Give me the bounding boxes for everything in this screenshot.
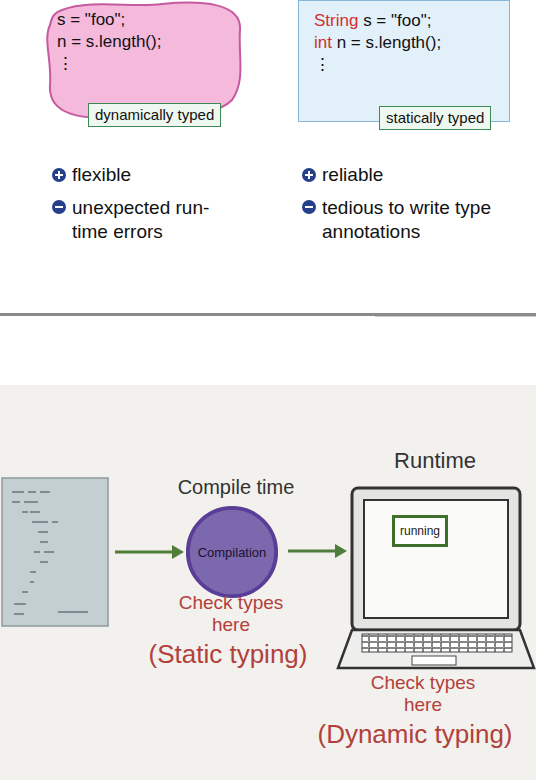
blob-shape [47, 3, 240, 118]
compilation-circle: Compilation [185, 505, 279, 599]
pro-item: reliable [322, 163, 530, 187]
plus-sign [55, 171, 63, 179]
paper-sheet [2, 478, 108, 626]
node-label: dynamically typed [95, 106, 214, 124]
phase-title: Runtime [365, 448, 505, 473]
type-keyword: int [314, 33, 332, 52]
check-note: Check types here [358, 672, 488, 716]
code-blob: s = "foo";n = s.length();⋮dynamically ty… [42, 0, 247, 120]
laptop-drawing [338, 488, 534, 668]
code-line: s = "foo"; [57, 9, 125, 31]
minus-sign [55, 206, 63, 208]
arrow-line [115, 551, 176, 554]
code-line: String s = "foo"; [314, 10, 431, 32]
running-window: running [392, 515, 448, 547]
typing-tag: dynamically typed [88, 103, 221, 127]
code-line: int n = s.length(); [314, 32, 441, 54]
laptop-base [338, 630, 534, 668]
minus-sign [305, 206, 313, 208]
circle-shape [188, 508, 276, 596]
laptop-screen [364, 500, 508, 618]
code-line: ⋮ [57, 53, 74, 75]
con-item: unexpected run-time errors [72, 196, 222, 244]
plus-bullet [52, 168, 66, 182]
separator-shadow [375, 316, 536, 317]
typing-kind: (Static typing) [118, 640, 338, 670]
arrow-head [172, 545, 184, 559]
separator-line [0, 313, 536, 316]
code-box: String s = "foo";int n = s.length();⋮sta… [298, 0, 510, 122]
touchpad [412, 656, 456, 665]
code-line: ⋮ [314, 54, 331, 76]
laptop-lid [352, 488, 520, 630]
check-note: Check types here [166, 592, 296, 636]
minus-bullet [302, 200, 316, 214]
type-keyword: String [314, 11, 358, 30]
arrow-line [288, 550, 339, 553]
typing-kind: (Dynamic typing) [299, 720, 531, 750]
flow-arrows [115, 544, 347, 559]
node-label: running [400, 524, 440, 538]
phase-title: Compile time [156, 476, 316, 499]
source-paper [2, 478, 108, 626]
code-scribbles [12, 492, 88, 614]
minus-bullet [52, 200, 66, 214]
sketch-panel [0, 385, 536, 780]
code-rest: n = s.length(); [332, 33, 441, 52]
node-label: Compilation [198, 545, 267, 560]
typing-tag: statically typed [379, 106, 491, 130]
code-line: n = s.length(); [57, 31, 161, 53]
node-label: statically typed [386, 109, 484, 127]
code-rest: s = "foo"; [358, 11, 431, 30]
keyboard [362, 634, 512, 652]
pro-item: flexible [72, 163, 222, 187]
con-item: tedious to write type annotations [322, 196, 530, 244]
arrow-head [335, 544, 347, 558]
plus-sign [305, 171, 313, 179]
plus-bullet [302, 168, 316, 182]
